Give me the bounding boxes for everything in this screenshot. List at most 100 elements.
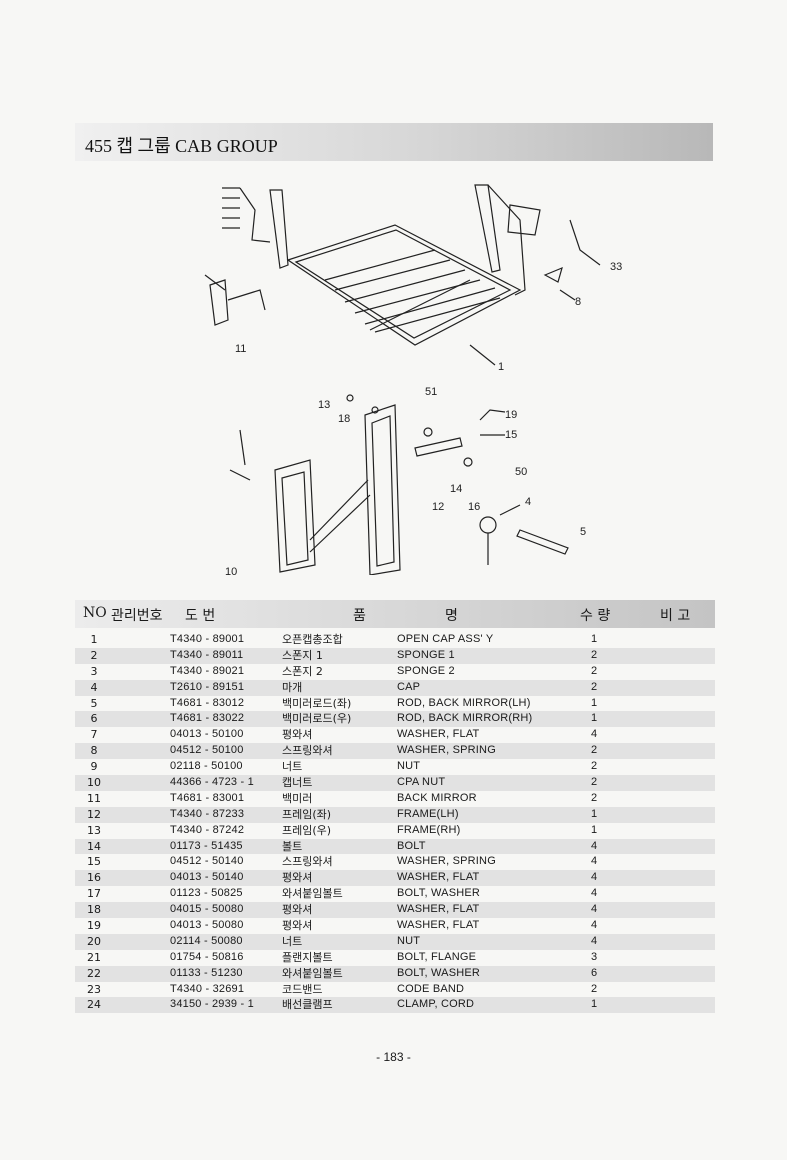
rod-5 [516,529,569,555]
drawing-number: 34150 - 2939 - 1 [170,998,254,1011]
diagram-label: 18 [338,413,350,425]
diagram-label: 1 [498,361,504,373]
diagram-drawing: 33 8 1 11 51 13 18 19 15 50 14 12 16 4 5… [204,184,622,575]
right-mirror [543,266,563,283]
drawing-number: T4340 - 89021 [170,664,245,677]
korean-name: 코드밴드 [282,982,323,996]
table-row: 13 T4340 - 87242 프레임(우) FRAME(RH) 1 [75,823,715,839]
korean-name: 캡너트 [282,776,313,790]
english-name: BOLT, WASHER [397,887,481,900]
diagram-label: 8 [575,296,581,308]
english-name: WASHER, FLAT [397,903,480,916]
drawing-number: 04512 - 50140 [170,855,244,868]
drawing-number: 04512 - 50100 [170,744,244,757]
korean-name: 백미러로드(좌) [282,696,352,710]
english-name: WASHER, FLAT [397,728,480,741]
korean-name: 백미러로드(우) [282,712,352,726]
bolt-51 [239,429,246,466]
english-name: CLAMP, CORD [397,998,475,1011]
english-name: CPA NUT [397,776,446,789]
drawing-number: T4340 - 87242 [170,823,245,836]
korean-name: 배선클램프 [282,998,333,1012]
row-number: 5 [90,696,98,710]
quantity: 1 [590,712,598,725]
drawing-number: 02118 - 50100 [170,760,243,773]
korean-name: 스폰지 1 [282,648,323,662]
parts-table-header: NO 관리번호 도 번 품 명 수 량 비 고 [75,600,715,628]
english-name: WASHER, SPRING [397,855,496,868]
drawing-number: T4681 - 83012 [170,696,245,709]
korean-name: 프레임(우) [282,823,332,837]
row-number: 13 [87,823,101,837]
drawing-number: T4340 - 87233 [170,807,245,820]
cap-4 [479,516,497,534]
lower-frame-left [274,459,316,573]
english-name: BOLT, FLANGE [397,950,477,963]
row-number: 22 [87,966,101,980]
diagram-label: 13 [318,399,330,411]
quantity: 1 [590,807,598,820]
row-number: 15 [87,855,101,869]
row-number: 12 [87,807,101,821]
quantity: 4 [590,887,598,900]
quantity: 2 [590,648,598,661]
quantity: 1 [590,998,598,1011]
row-number: 20 [87,934,101,948]
quantity: 2 [590,791,598,804]
row-number: 21 [87,950,101,964]
diagram-label: 11 [235,343,246,355]
row-number: 11 [87,791,101,805]
row-number: 9 [90,760,98,774]
korean-name: 너트 [282,934,303,948]
english-name: CODE BAND [397,982,465,995]
quantity: 2 [590,744,598,757]
header-no: NO [83,605,107,621]
korean-name: 오픈캡총조합 [282,633,343,646]
quantity: 4 [590,855,598,868]
row-number: 7 [90,728,98,742]
english-name: WASHER, SPRING [397,744,496,757]
diagram-label: 15 [505,429,517,441]
diagram-label: 51 [425,386,437,398]
english-name: WASHER, FLAT [397,919,480,932]
header-drawing-no: 도 번 [185,608,216,624]
left-mirror [209,279,229,326]
roof-outline [286,224,522,346]
left-post [269,189,289,269]
section-title: 455 캡 그룹 CAB GROUP [85,136,278,156]
english-name: FRAME(RH) [397,823,461,836]
diagram-label: 19 [505,409,517,421]
header-remarks: 비 고 [660,608,691,624]
quantity: 4 [590,903,598,916]
korean-name: 와셔붙임볼트 [282,887,343,901]
quantity: 2 [590,664,598,677]
korean-name: 와셔붙임볼트 [282,966,343,980]
quantity: 4 [590,728,598,741]
korean-name: 마개 [282,680,303,694]
header-mgmt-no: 관리번호 [111,608,163,624]
korean-name: 플랜지볼트 [282,950,333,964]
quantity: 2 [590,760,598,773]
exploded-parts-diagram: 33 8 1 11 51 13 18 19 15 50 14 12 16 4 5… [170,180,640,575]
korean-name: 평와셔 [282,728,313,742]
korean-name: 백미러 [282,791,313,805]
drawing-number: 01133 - 51230 [170,966,243,979]
quantity: 4 [590,934,598,947]
quantity: 1 [590,823,598,836]
drawing-number: T2610 - 89151 [170,680,245,693]
